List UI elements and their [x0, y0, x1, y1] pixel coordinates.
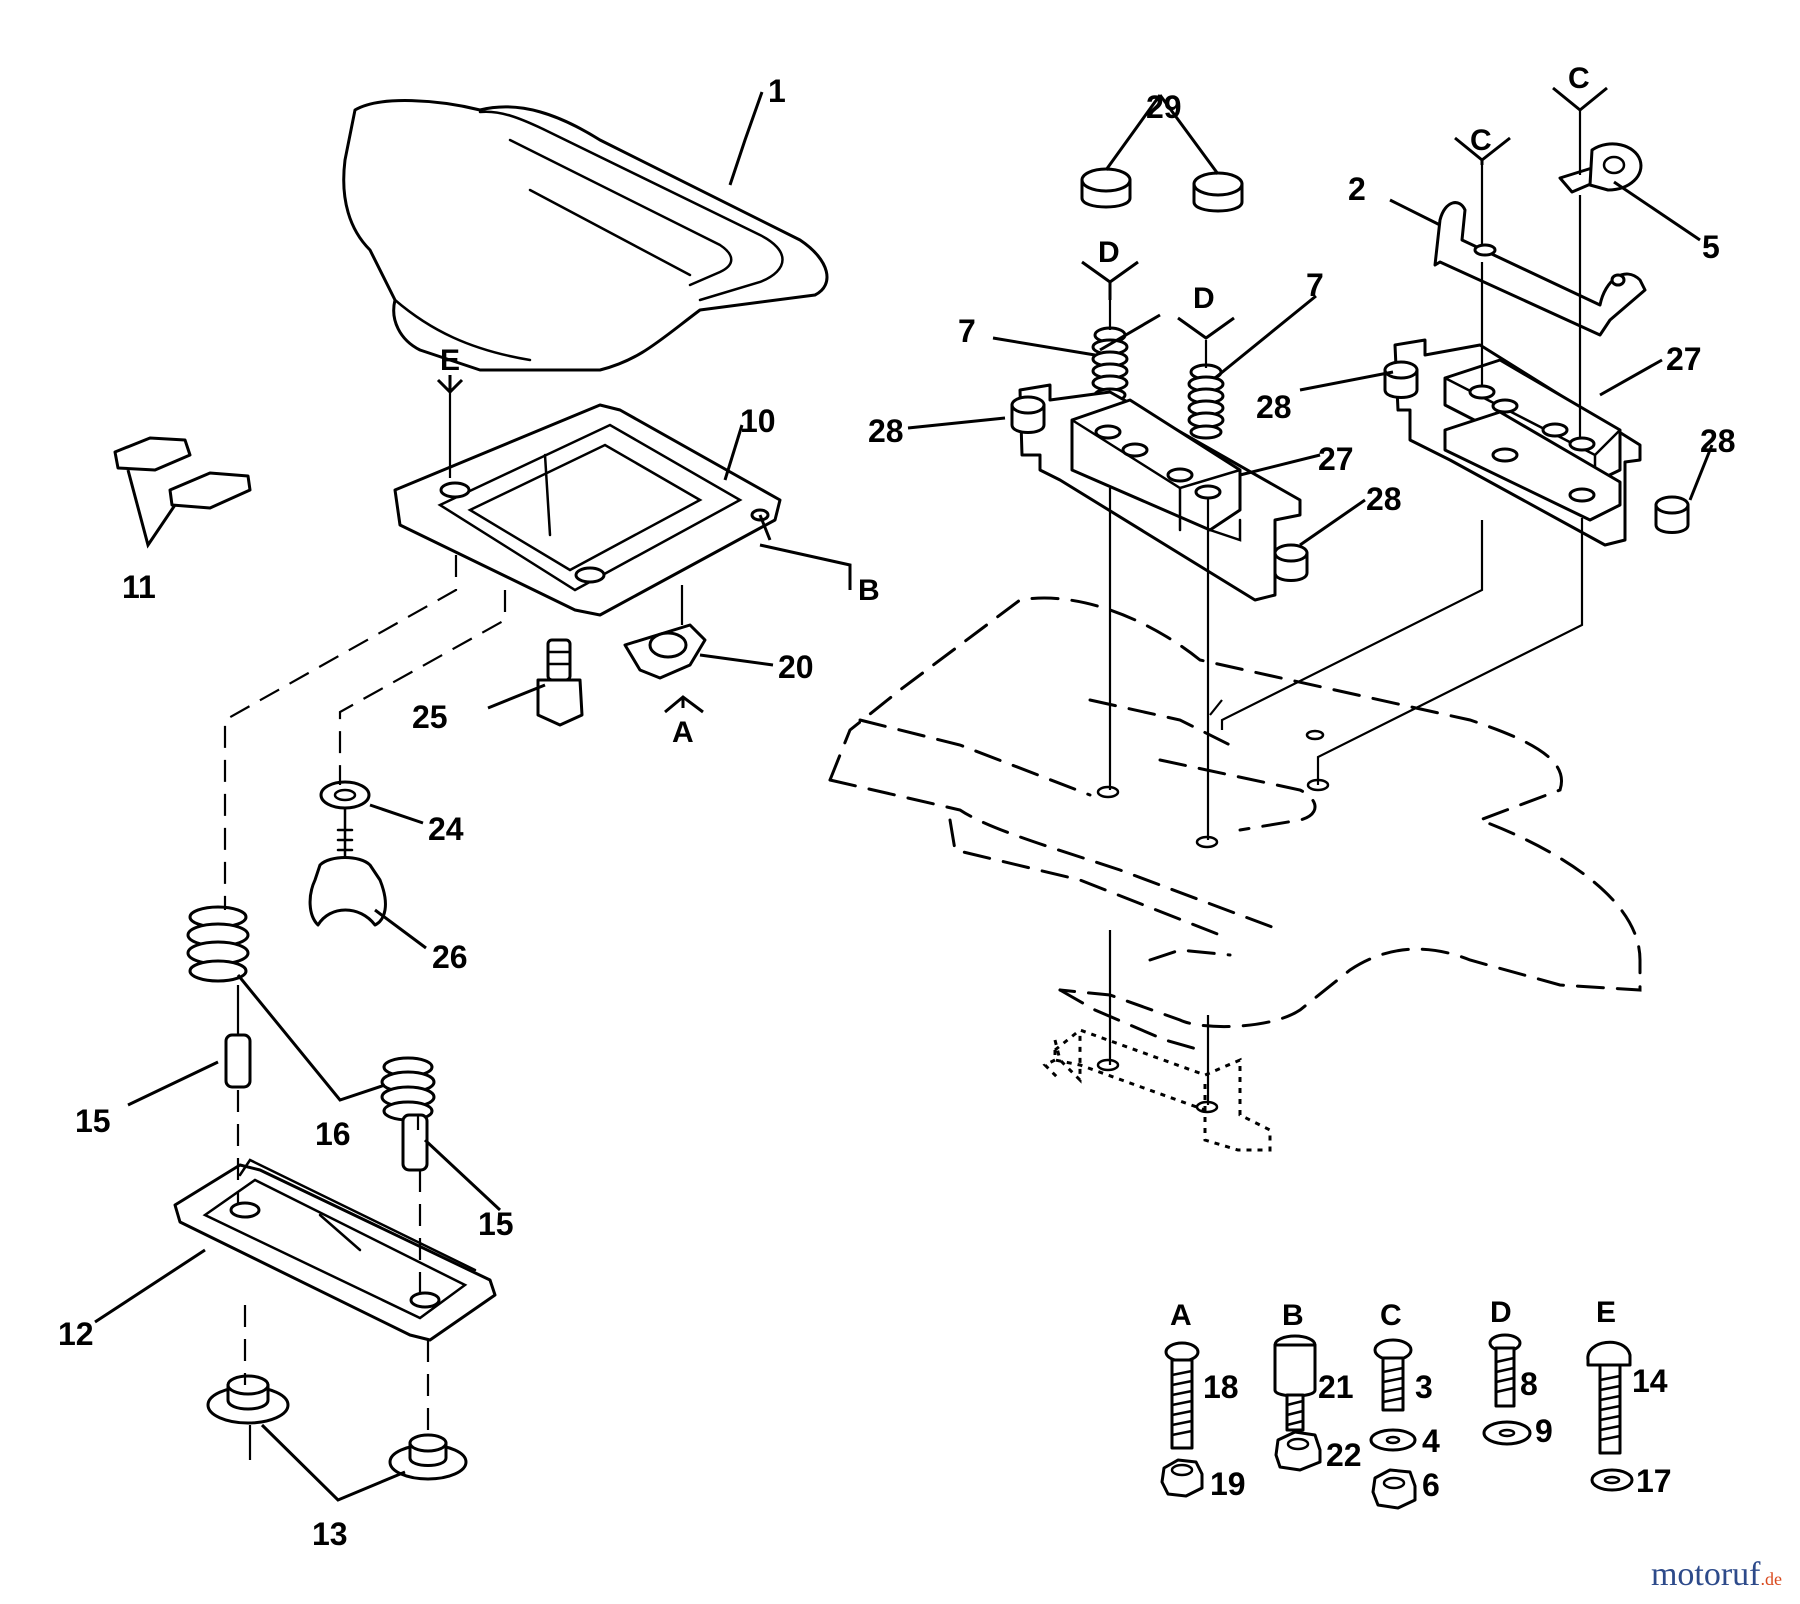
hardware-e: E 14 17 — [1586, 1296, 1672, 1499]
callout-letter-c2: C — [1568, 62, 1590, 95]
washer-24 — [319, 780, 371, 810]
hardware-b: B 21 22 — [1273, 1299, 1362, 1473]
seat-pads — [113, 436, 252, 549]
upper-clamp — [1558, 142, 1643, 194]
spacer-left — [224, 1033, 252, 1089]
bushing-28-c — [1383, 360, 1419, 399]
tractor-fender-outline — [828, 596, 1642, 1052]
hardware-part-9: 9 — [1535, 1413, 1553, 1449]
hardware-d: D 8 9 — [1482, 1296, 1553, 1449]
part-label-28b: 28 — [1256, 389, 1292, 425]
hardware-key: A 18 19 B 21 22 C — [1160, 1296, 1672, 1510]
part-label-5: 5 — [1702, 229, 1720, 265]
hardware-part-18: 18 — [1203, 1369, 1239, 1405]
hardware-part-4: 4 — [1422, 1423, 1440, 1459]
hardware-letter-c: C — [1380, 1299, 1402, 1332]
callout-letter-c1: C — [1470, 124, 1492, 157]
callout-letter-b: B — [858, 574, 880, 607]
bushing-left — [206, 1374, 290, 1425]
spacer-bolt — [536, 638, 584, 727]
hardware-a: A 18 19 — [1160, 1299, 1246, 1502]
part-label-13: 13 — [312, 1516, 348, 1552]
part-label-1: 1 — [768, 73, 786, 109]
left-assembly-guides — [223, 382, 684, 1460]
watermark: motoruf.de — [1651, 1556, 1782, 1594]
part-label-24: 24 — [428, 811, 464, 847]
callout-letter-e: E — [440, 344, 460, 377]
part-label-28c: 28 — [1366, 481, 1402, 517]
callout-letter-d2: D — [1193, 282, 1215, 315]
watermark-brand: motoruf — [1650, 1556, 1761, 1593]
part-label-16: 16 — [315, 1116, 351, 1152]
seat-pan — [393, 403, 782, 617]
cap-right — [1192, 171, 1244, 213]
callout-letters: C C D D E B A — [440, 62, 1590, 749]
hardware-letter-b: B — [1282, 1299, 1304, 1332]
hardware-c: C 3 4 6 — [1369, 1299, 1440, 1510]
part-label-2: 2 — [1348, 171, 1366, 207]
slide-block-left — [1070, 398, 1242, 542]
hardware-part-14: 14 — [1632, 1363, 1668, 1399]
bushing-28-b — [1273, 543, 1309, 582]
bushing-28-a — [1010, 395, 1046, 434]
hardware-part-22: 22 — [1326, 1437, 1362, 1473]
hardware-part-8: 8 — [1520, 1366, 1538, 1402]
part-label-10: 10 — [740, 403, 776, 439]
part-label-15b: 15 — [478, 1206, 514, 1242]
callout-letter-d1: D — [1098, 236, 1120, 269]
callout-marks — [436, 86, 1608, 714]
hardware-letter-d: D — [1490, 1296, 1512, 1329]
spring-7-right — [1187, 363, 1225, 440]
hardware-part-19: 19 — [1210, 1466, 1246, 1502]
part-label-27b: 27 — [1666, 341, 1702, 377]
adjust-knob — [308, 806, 387, 927]
seat-clamp — [623, 623, 707, 680]
hardware-letter-e: E — [1596, 1296, 1616, 1329]
part-label-7a: 7 — [958, 313, 976, 349]
part-label-20: 20 — [778, 649, 814, 685]
seat-cushion — [342, 99, 829, 372]
bushing-28-d — [1654, 495, 1690, 534]
spring-right — [380, 1056, 436, 1122]
hardware-part-6: 6 — [1422, 1467, 1440, 1503]
part-label-11: 11 — [122, 569, 156, 605]
hardware-part-3: 3 — [1415, 1369, 1433, 1405]
cap-left — [1080, 167, 1132, 209]
frame-bracket-outline — [1042, 1028, 1272, 1152]
part-label-26: 26 — [432, 939, 468, 975]
hardware-letter-a: A — [1170, 1299, 1192, 1332]
part-label-7b: 7 — [1306, 267, 1324, 303]
part-labels: 1 2 5 7 7 10 11 12 13 15 15 16 20 24 25 … — [58, 73, 1736, 1552]
spring-left — [186, 905, 250, 983]
part-label-15a: 15 — [75, 1103, 111, 1139]
callout-letter-a: A — [672, 716, 694, 749]
leader-lines — [94, 91, 1714, 1502]
bushing-right — [388, 1433, 468, 1481]
spacer-right — [401, 1113, 429, 1172]
part-label-29: 29 — [1146, 89, 1182, 125]
slide-block-right — [1443, 358, 1622, 522]
watermark-tld: .de — [1760, 1569, 1783, 1589]
upper-bracket — [1433, 201, 1647, 337]
part-label-27a: 27 — [1318, 441, 1354, 477]
hardware-part-21: 21 — [1318, 1369, 1354, 1405]
hardware-part-17: 17 — [1636, 1463, 1672, 1499]
part-label-28d: 28 — [1700, 423, 1736, 459]
seat-bracket — [173, 1158, 497, 1342]
part-label-12: 12 — [58, 1316, 94, 1352]
right-assembly-guides — [1108, 108, 1584, 1105]
part-label-25: 25 — [412, 699, 448, 735]
part-label-28a: 28 — [868, 413, 904, 449]
